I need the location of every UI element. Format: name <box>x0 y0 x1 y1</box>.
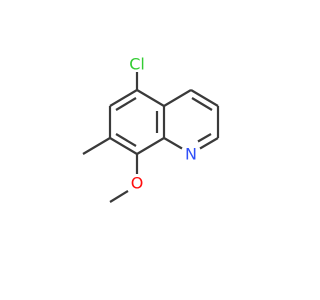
bond-c4-c3 <box>190 89 219 107</box>
bond-inner-c7-c8 <box>115 133 137 147</box>
bond-c7-methyl <box>82 137 111 155</box>
bond-c8-c8a <box>136 137 165 155</box>
oxygen-label: O <box>131 174 144 193</box>
bond-inner-c2-n1 <box>197 133 212 143</box>
bonds <box>82 72 220 203</box>
bond-n1-c8a <box>163 137 183 150</box>
bond-c4a-c5 <box>136 89 165 107</box>
bond-c5-c6 <box>109 89 138 107</box>
bond-c4a-c4 <box>163 89 192 107</box>
chlorine-label: Cl <box>129 55 145 74</box>
nitrogen-label: N <box>185 145 197 164</box>
bond-o-methyl <box>109 190 129 203</box>
bond-c2-n1 <box>199 137 219 150</box>
atom-labels: Cl N O <box>129 55 197 193</box>
bond-c7-c8 <box>109 137 138 155</box>
bond-inner-c5-c6 <box>115 97 137 111</box>
molecule-structure: Cl N O <box>82 55 220 203</box>
bond-inner-c4-c3 <box>191 97 213 111</box>
